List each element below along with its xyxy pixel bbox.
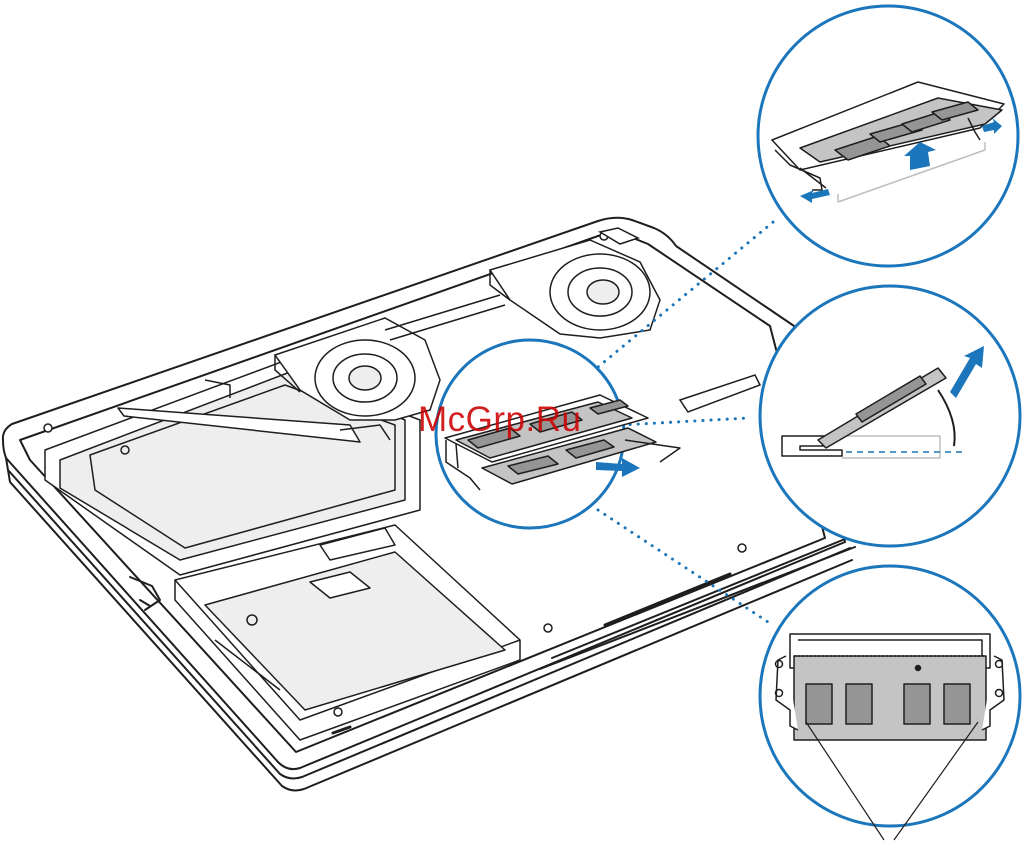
insertion-angle-callout xyxy=(760,286,1020,546)
release-levers-callout xyxy=(758,6,1018,266)
module-seated-callout xyxy=(760,566,1020,840)
